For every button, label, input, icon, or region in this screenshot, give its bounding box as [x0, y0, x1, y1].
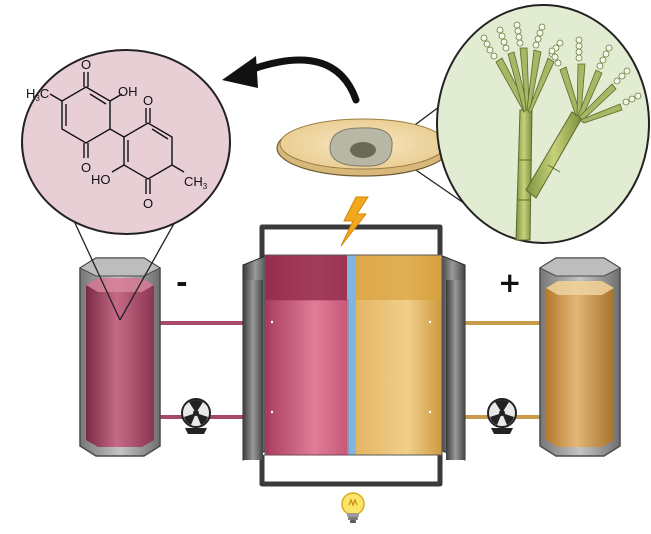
molecule-atom-labels: O OH O O HO O H3C CH3	[26, 57, 208, 211]
electrochemical-cell	[242, 254, 466, 461]
anolyte-tank	[78, 257, 162, 457]
molecule-bubble	[21, 49, 231, 235]
lightning-bolt-icon	[340, 196, 369, 247]
methyl-right: CH3	[184, 174, 208, 191]
fungus-bubble	[436, 4, 650, 244]
atom-o-bottom-left: O	[81, 160, 91, 175]
catholyte-tank	[538, 257, 622, 457]
atom-o-mid-right: O	[143, 93, 153, 108]
atom-oh-top: OH	[118, 84, 138, 99]
negative-sign: -	[176, 266, 188, 299]
light-bulb-icon	[341, 492, 365, 523]
curved-arrow-icon	[222, 56, 360, 104]
positive-sign: +	[498, 266, 521, 299]
membrane	[347, 255, 357, 455]
atom-o-bottom: O	[143, 196, 153, 211]
petri-dish-icon	[276, 118, 450, 177]
quinone-dimer-molecule	[49, 72, 185, 194]
fungus-icon	[480, 21, 642, 241]
pump-icon	[487, 398, 517, 434]
methyl-left: H3C	[26, 86, 49, 103]
atom-o-top: O	[81, 57, 91, 72]
atom-ho-bottom: HO	[91, 172, 111, 187]
pump-icon	[181, 398, 211, 434]
